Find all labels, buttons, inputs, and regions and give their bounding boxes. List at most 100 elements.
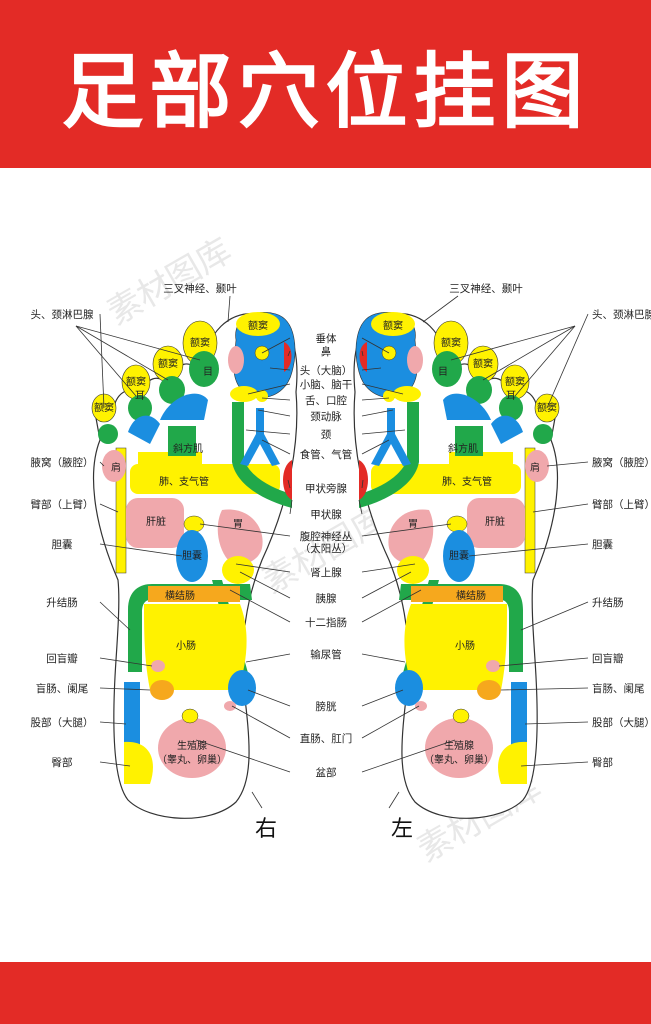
leader-line [261, 397, 291, 401]
leader-line [99, 687, 151, 691]
neck-zone [359, 402, 419, 508]
leader-line [269, 367, 291, 371]
center-label: 舌、口腔 [305, 394, 347, 407]
pelvis-point-zone [181, 708, 199, 724]
zone-label: 小肠 [455, 640, 475, 652]
leader-line [99, 761, 131, 767]
watermark-text: 素材图库 [101, 231, 239, 334]
cerebellum-zone [393, 386, 421, 402]
gonad-zone [425, 718, 493, 778]
leader-line [227, 295, 231, 323]
leader-line [361, 523, 452, 537]
esophagus-zone [240, 408, 280, 466]
zone-label: 肝脏 [146, 515, 166, 528]
center-label: 颈 [321, 429, 332, 441]
ear-zone [491, 415, 523, 444]
stomach-zone [217, 509, 263, 564]
stomach-zone [388, 509, 434, 564]
zone-label: 额窦 [383, 319, 403, 332]
leader-line [498, 657, 589, 667]
leader-line [482, 325, 576, 381]
right-foot-label: 股部（大腿） [31, 716, 94, 729]
parathyroid-zone [359, 460, 368, 500]
zone-label: 耳 [506, 390, 516, 402]
leader-line [361, 397, 390, 401]
zone-label: 肺、支气管 [442, 475, 492, 488]
center-label: 颈动脉 [310, 410, 342, 423]
right-foot-label: 臀部 [52, 756, 73, 769]
ileocecal-valve-zone [151, 660, 165, 672]
right-foot-label: 升结肠 [46, 596, 78, 609]
leader-line [361, 439, 390, 455]
left-foot-label: 三叉神经、颞叶 [449, 282, 523, 295]
toe-ear-eye-zone [159, 376, 185, 404]
temporal-zone [228, 346, 244, 374]
bladder-zone [395, 670, 423, 706]
eye-zone [160, 393, 208, 420]
gonad-zone [158, 718, 226, 778]
zone-label: 肝脏 [485, 515, 505, 528]
big-toe-sinus-zone [371, 312, 415, 336]
center-label: 输尿管 [310, 648, 342, 661]
left-foot-label: 臀部 [592, 756, 613, 769]
leader-line [99, 543, 183, 557]
center-label: 肾上腺 [310, 566, 342, 579]
leader-line [514, 325, 576, 397]
toe-ear-eye-zone [98, 424, 118, 444]
left-foot-label: 股部（大腿） [592, 716, 651, 729]
anus-zone [224, 701, 236, 711]
leader-line [361, 563, 416, 573]
leader-line [245, 653, 291, 663]
zone-label: 目 [203, 367, 213, 378]
center-label: 盆部 [316, 766, 337, 779]
leader-line [520, 761, 589, 767]
leader-line [422, 295, 459, 323]
zone-label: 肺、支气管 [159, 475, 209, 488]
left-foot-label: 盲肠、阑尾 [592, 682, 645, 695]
leader-line [231, 705, 291, 739]
leader-line [361, 705, 420, 739]
leader-line [195, 739, 291, 773]
armpit-zone [525, 450, 549, 482]
leader-line [99, 313, 105, 409]
left-foot-label: 臂部（上臂） [592, 498, 651, 511]
nose-zone [284, 342, 292, 372]
zone-label: 斜方肌 [448, 442, 478, 455]
leader-line [361, 479, 364, 489]
toe-ear-eye-zone [533, 424, 553, 444]
leader-line [361, 653, 406, 663]
zone-label: 额窦 [190, 336, 210, 349]
center-label: 头（大脑） [300, 364, 353, 377]
gallbladder-zone [176, 530, 208, 582]
center-label: 垂体 [316, 333, 337, 345]
right-foot-label: 回盲瓣 [46, 652, 78, 665]
toe-ear-eye-zone [466, 376, 492, 404]
ileocecal-valve-zone [486, 660, 500, 672]
ear-zone [128, 415, 160, 444]
right-foot-label: 胆囊 [52, 538, 73, 551]
leader-line [361, 571, 412, 599]
zone-label: 胆囊 [449, 549, 469, 562]
center-label: 十二指肠 [305, 616, 347, 629]
leader-line [257, 409, 291, 417]
zone-label: 额窦 [158, 357, 178, 370]
trapezius-zone [455, 426, 483, 456]
left-foot-label: 升结肠 [592, 596, 624, 609]
center-label: 直肠、肛门 [300, 732, 353, 745]
left-foot: 额窦额窦额窦额窦额窦耳目斜方肌肩肺、支气管肝脏胃胆囊横结肠小肠生殖腺（睾丸、卵巢… [353, 312, 560, 819]
leader-line [361, 589, 422, 623]
small-intestine-zone [144, 604, 247, 690]
left-foot-label-title: 左 [391, 817, 413, 842]
left-foot-label: 头、颈淋巴腺 [592, 308, 651, 321]
liver-zone [467, 498, 525, 548]
cecum-zone [150, 680, 174, 700]
leader-line [546, 313, 589, 409]
zone-label: 额窦 [126, 375, 146, 388]
temporal-zone [407, 346, 423, 374]
leader-line [361, 689, 404, 707]
anus-zone [415, 701, 427, 711]
leader-line [388, 791, 400, 809]
leader-line [247, 689, 291, 707]
leader-line [361, 367, 382, 371]
zone-label: 横结肠 [165, 589, 195, 602]
